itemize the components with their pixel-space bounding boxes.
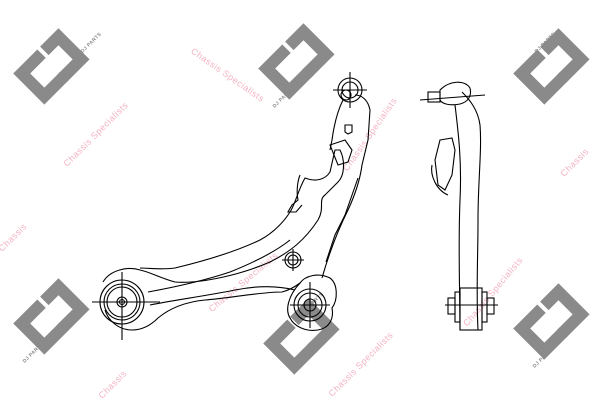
dj-logo-top-right xyxy=(500,15,600,115)
dj-logo-bottom-center xyxy=(250,285,350,385)
dj-logo-top-center xyxy=(245,10,345,110)
dj-logo-bottom-left xyxy=(0,265,100,365)
front-view xyxy=(92,72,371,340)
dj-logo-icon xyxy=(513,283,590,360)
side-view xyxy=(419,81,498,331)
dj-logo-icon xyxy=(263,298,340,375)
dj-logo-top-left xyxy=(0,15,100,115)
dj-logo-icon xyxy=(258,23,335,100)
dj-logo-icon xyxy=(13,278,90,355)
dj-logo-bottom-right xyxy=(500,270,600,370)
dj-logo-icon xyxy=(13,28,90,105)
dj-logo-icon xyxy=(513,28,590,105)
